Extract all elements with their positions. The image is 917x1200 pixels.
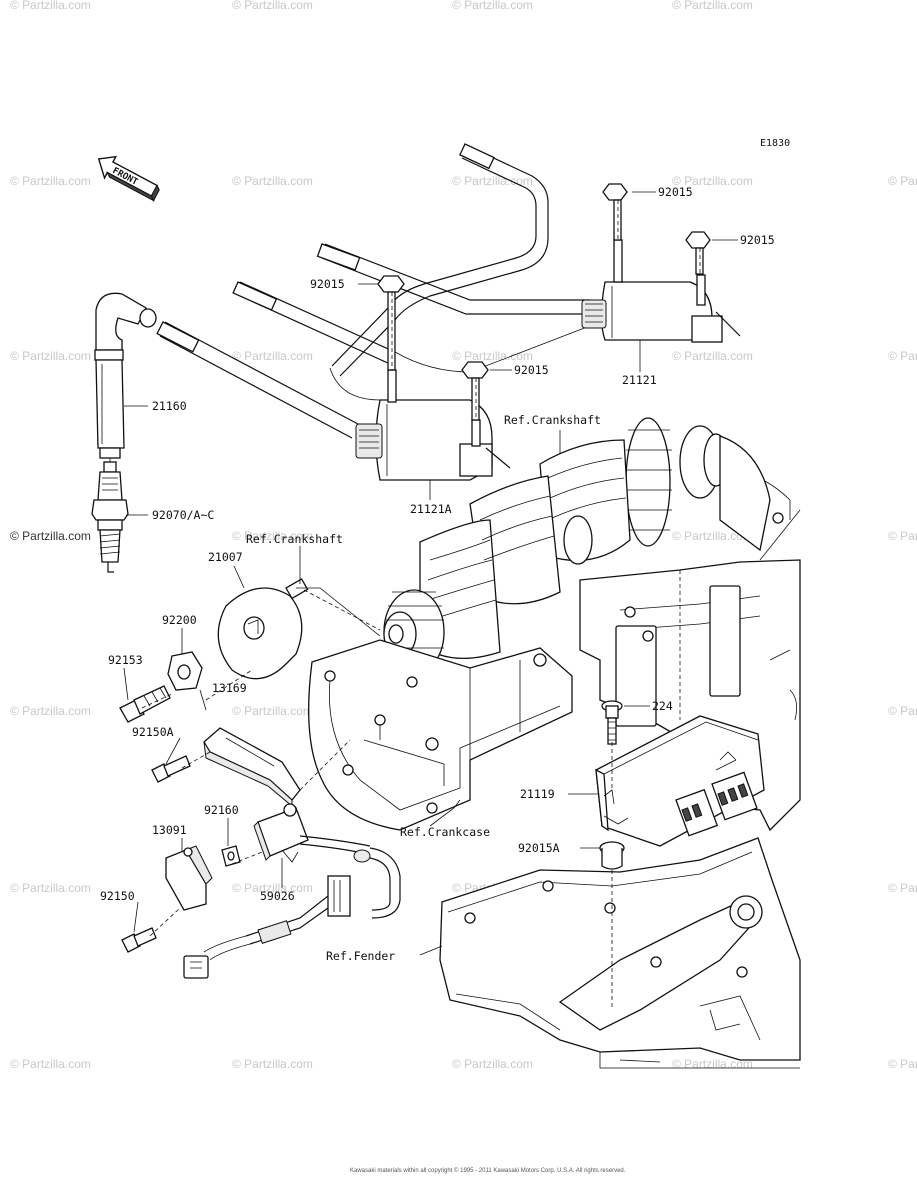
- watermark: © Partzilla.com: [452, 174, 533, 188]
- part-label-13169[interactable]: 13169: [212, 681, 247, 695]
- watermark: © Partzilla.com: [10, 174, 91, 188]
- part-label-21007[interactable]: 21007: [208, 550, 243, 564]
- nut-92200-icon[interactable]: [167, 651, 203, 691]
- watermark: © Partzilla.com: [232, 349, 313, 363]
- ref-label-crankshaft: Ref.Crankshaft: [504, 413, 601, 427]
- watermark: © Partzilla.com: [888, 881, 917, 895]
- watermark: © Partzilla.com: [10, 529, 91, 543]
- watermark: © Partzilla.com: [10, 881, 91, 895]
- ref-label-crankshaft: Ref.Crankshaft: [246, 532, 343, 546]
- watermark: © Partzilla.com: [10, 349, 91, 363]
- part-label-21121A[interactable]: 21121A: [410, 502, 452, 516]
- part-label-21160[interactable]: 21160: [152, 399, 187, 413]
- bolt-92150A-icon[interactable]: [151, 755, 191, 783]
- watermark: © Partzilla.com: [888, 1057, 917, 1071]
- part-labels: 92015 92015 92015 92015 21121 21121A 211…: [100, 185, 775, 903]
- bracket-13091[interactable]: [165, 845, 213, 911]
- bolt-92150-icon[interactable]: [121, 927, 157, 953]
- part-label-92150[interactable]: 92150: [100, 889, 135, 903]
- part-label-92070[interactable]: 92070/A~C: [152, 508, 214, 522]
- watermark: © Partzilla.com: [672, 349, 753, 363]
- pickup-rotor-21007[interactable]: [217, 578, 381, 680]
- watermark: © Partzilla.com: [888, 704, 917, 718]
- part-label-92200[interactable]: 92200: [162, 613, 197, 627]
- reference-labels: Ref.Crankshaft Ref.Crankshaft Ref.Crankc…: [246, 413, 601, 963]
- pickup-coil-59026[interactable]: [183, 803, 401, 979]
- part-label-92015A[interactable]: 92015A: [518, 841, 560, 855]
- watermark: © Partzilla.com: [10, 0, 91, 12]
- watermark: © Partzilla.com: [232, 529, 313, 543]
- part-label-92015[interactable]: 92015: [310, 277, 345, 291]
- watermark: © Partzilla.com: [672, 0, 753, 12]
- spark-plug-cap-21160[interactable]: [94, 292, 157, 459]
- part-label-92150A[interactable]: 92150A: [132, 725, 174, 739]
- watermark: © Partzilla.com: [888, 349, 917, 363]
- watermark: © Partzilla.com: [888, 529, 917, 543]
- watermark: © Partzilla.com: [452, 1057, 533, 1071]
- watermark: © Partzilla.com: [672, 174, 753, 188]
- part-label-92015[interactable]: 92015: [740, 233, 775, 247]
- bolt-224-icon[interactable]: [601, 700, 623, 745]
- part-label-21121[interactable]: 21121: [622, 373, 657, 387]
- watermark: © Partzilla.com: [232, 174, 313, 188]
- watermark: © Partzilla.com: [232, 1057, 313, 1071]
- bracket-13169[interactable]: [203, 727, 301, 808]
- nut-92015-icon[interactable]: [461, 361, 489, 421]
- label-leaders: [123, 191, 738, 956]
- crankshaft-ref: [383, 417, 729, 675]
- watermark: © Partzilla.com: [888, 174, 917, 188]
- watermark: © Partzilla.com: [452, 349, 533, 363]
- nut-92015-icon[interactable]: [602, 183, 628, 241]
- ignition-leads: [156, 143, 601, 439]
- watermark: © Partzilla.com: [672, 1057, 753, 1071]
- bolt-92153-icon[interactable]: [119, 685, 171, 723]
- diagram-code: E1830: [760, 138, 790, 149]
- copyright-notice: Kawasaki materials within all copyright …: [350, 1167, 626, 1174]
- nut-92015-icon[interactable]: [377, 275, 405, 371]
- front-arrow-icon: FRONT: [97, 155, 160, 202]
- watermark: © Partzilla.com: [10, 1057, 91, 1071]
- part-label-13091[interactable]: 13091: [152, 823, 187, 837]
- watermark: © Partzilla.com: [232, 0, 313, 12]
- bushing-92015A-icon[interactable]: [599, 841, 625, 870]
- ignition-coil-21121[interactable]: [581, 239, 741, 343]
- watermark: © Partzilla.com: [232, 881, 313, 895]
- ref-label-fender: Ref.Fender: [326, 949, 395, 963]
- assembly-leaders: [109, 200, 701, 1010]
- ignition-coil-21121A[interactable]: [355, 369, 511, 481]
- part-label-92160[interactable]: 92160: [204, 803, 239, 817]
- watermark: © Partzilla.com: [232, 704, 313, 718]
- watermark: © Partzilla.com: [10, 704, 91, 718]
- fender-ref: [439, 837, 801, 1069]
- part-label-59026[interactable]: 59026: [260, 889, 295, 903]
- watermark: © Partzilla.com: [452, 0, 533, 12]
- part-label-224[interactable]: 224: [652, 699, 673, 713]
- part-label-92153[interactable]: 92153: [108, 653, 143, 667]
- part-label-92015[interactable]: 92015: [658, 185, 693, 199]
- igniter-21119[interactable]: [595, 715, 765, 847]
- crankcase-ref: [308, 639, 573, 831]
- ref-label-crankcase: Ref.Crankcase: [400, 825, 490, 839]
- watermark: © Partzilla.com: [672, 529, 753, 543]
- part-label-92015[interactable]: 92015: [514, 363, 549, 377]
- spark-plug-92070[interactable]: [91, 461, 129, 573]
- collar-92160-icon[interactable]: [221, 845, 241, 867]
- part-label-21119[interactable]: 21119: [520, 787, 555, 801]
- nut-92015-icon[interactable]: [685, 231, 711, 275]
